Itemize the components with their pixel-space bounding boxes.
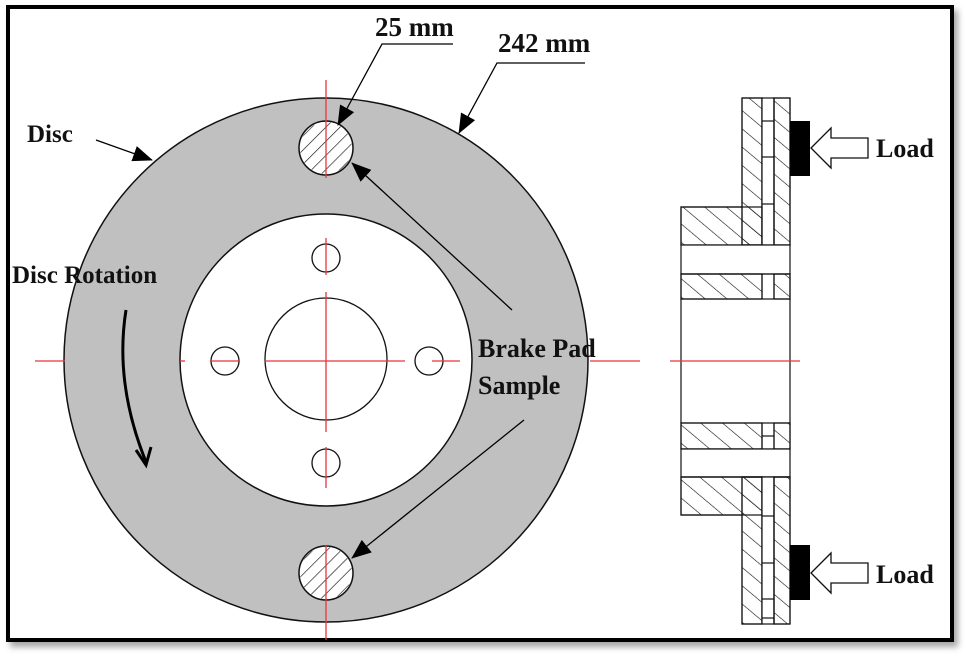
front-view: 25 mm 242 mm Disc Disc Rotation Brake Pa… [12, 12, 640, 640]
brake-pad-leader-bottom [351, 419, 525, 559]
rotation-label: Disc Rotation [12, 262, 157, 289]
load-arrow-top-icon [810, 126, 869, 170]
load-label-top: Load [876, 134, 934, 163]
load-label-bottom: Load [876, 560, 934, 589]
load-arrow-bottom-icon [810, 551, 869, 595]
brake-pad-label-line2: Sample [478, 371, 560, 400]
rotation-arrow [121, 309, 148, 463]
pad-diameter-leader [337, 43, 453, 126]
centerlines [35, 80, 640, 640]
pad-diameter-label: 25 mm [375, 12, 454, 42]
pad-block-bottom [790, 545, 810, 600]
brake-pad-leader-top [351, 162, 513, 311]
rotation-arrowhead [134, 446, 153, 469]
disc-label: Disc [27, 121, 73, 148]
pad-block-top [790, 121, 810, 176]
disc-diameter-leader [458, 62, 585, 134]
disc-leader [95, 139, 153, 162]
brake-pad-label-line1: Brake Pad [478, 334, 596, 363]
disc-diameter-label: 242 mm [498, 28, 591, 58]
